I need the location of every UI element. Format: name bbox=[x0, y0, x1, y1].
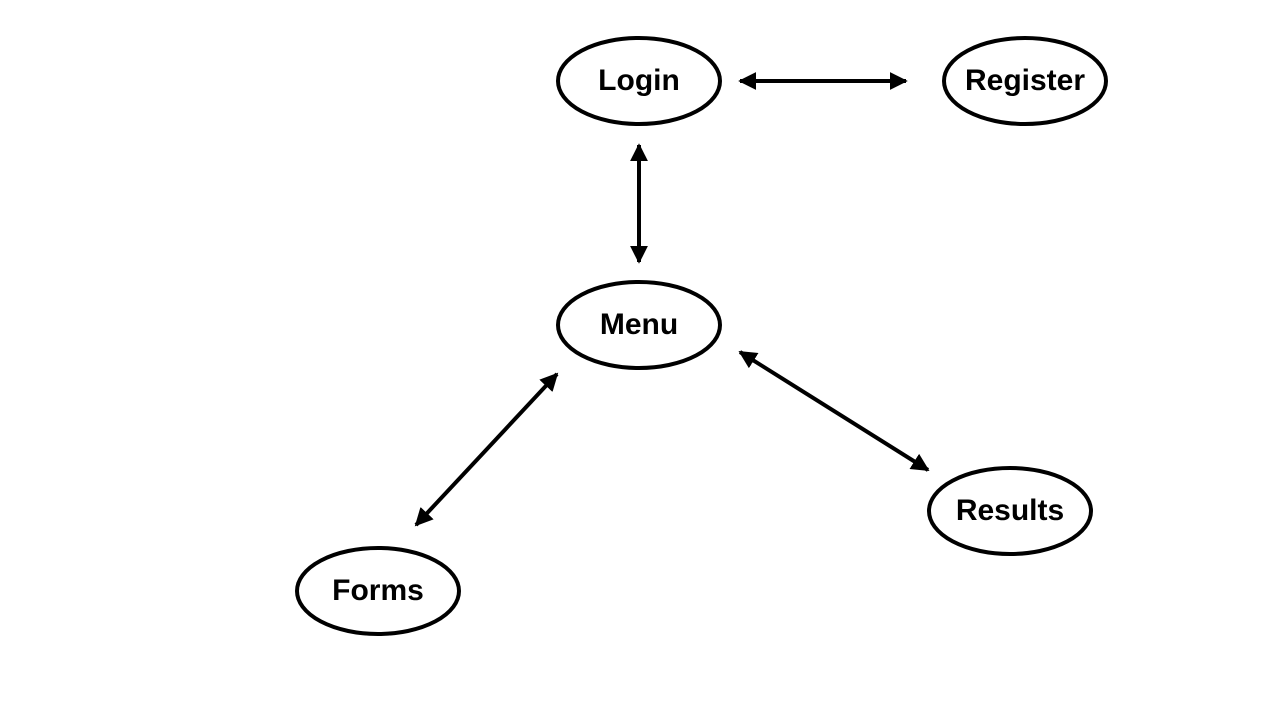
node-register: Register bbox=[942, 36, 1108, 126]
node-forms-shape bbox=[295, 546, 461, 636]
node-login: Login bbox=[556, 36, 722, 126]
node-menu: Menu bbox=[556, 280, 722, 370]
edge-menu-forms bbox=[414, 372, 559, 527]
edge-menu-results bbox=[738, 350, 930, 472]
node-menu-label: Menu bbox=[600, 308, 678, 341]
node-results-shape bbox=[927, 466, 1093, 556]
node-results: Results bbox=[927, 466, 1093, 556]
edges-group bbox=[414, 72, 930, 527]
node-register-shape bbox=[942, 36, 1108, 126]
node-register-label: Register bbox=[965, 64, 1085, 97]
node-results-label: Results bbox=[956, 494, 1064, 527]
node-menu-shape bbox=[556, 280, 722, 370]
node-forms-label: Forms bbox=[332, 574, 424, 607]
node-forms: Forms bbox=[295, 546, 461, 636]
node-login-label: Login bbox=[598, 64, 680, 97]
node-login-shape bbox=[556, 36, 722, 126]
